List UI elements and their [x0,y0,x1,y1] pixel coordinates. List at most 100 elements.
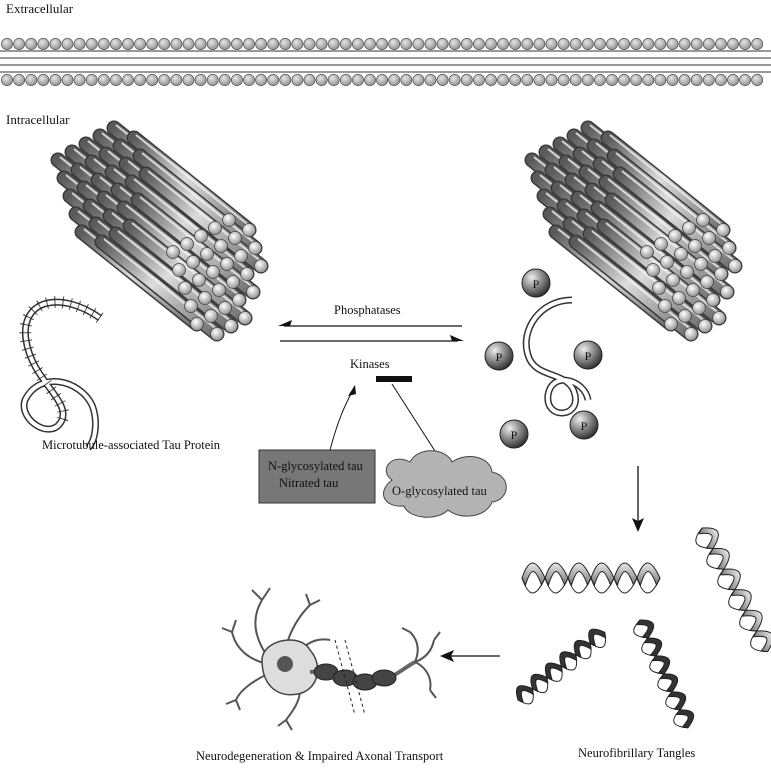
phospholipid-head [618,74,631,86]
phosphatases-label: Phosphatases [334,303,401,317]
phospholipid-head [134,38,147,50]
phospholipid-head [109,74,122,86]
phospholipid-head [727,38,739,50]
svg-text:P: P [585,349,592,363]
microtubule-end [658,299,672,313]
phospholipid-head [49,38,62,50]
phospholipid-head [85,74,98,86]
helix-strand-segment [521,562,546,587]
microtubule-end [212,283,226,297]
phospholipid-head [339,74,352,86]
phospholipid-head [243,74,255,86]
phosphate-group-4: P [499,419,529,449]
phospholipid-head [37,74,50,86]
phospholipid-head [388,38,401,50]
phospholipid-head [303,38,316,50]
tau-protein-label: Microtubule-associated Tau Protein [42,438,221,452]
phospholipid-head [1,74,13,86]
microtubule-end [678,309,692,323]
microtubule-end [234,249,248,263]
microtubule-end [698,319,712,333]
helix-strand-edge [544,577,569,594]
helix-strand-edge [590,577,615,594]
microtubule-end [190,317,204,331]
phospholipid-head [533,74,546,86]
microtubule-end [210,327,224,341]
phospholipid-head [424,38,437,50]
paired-helical-filament-3 [515,628,607,705]
phospholipid-head [702,74,715,86]
phospholipid-head [557,38,570,50]
phospholipid-head [654,38,667,50]
phospholipid-head [485,38,497,50]
axon-break-lines [334,639,366,716]
helix-strand-edge [750,630,768,653]
phospholipid-head [400,38,413,50]
phospholipid-head [581,74,594,86]
phospholipid-head [751,38,764,50]
phospholipid-head [678,38,691,50]
phospholipid-head [25,38,38,50]
helix-strand-edge [567,577,592,594]
helix-strand-edge [706,548,724,570]
microtubule-end [652,281,666,295]
microtubule-end [172,263,186,277]
activation-curve [329,391,353,451]
phospholipid-head [182,38,195,50]
helix-strand-segment [544,562,569,587]
microtubule-end [660,255,674,269]
neuron-dendrites [221,587,331,731]
phospholipid-head [194,74,207,86]
phospholipid-head [351,74,364,86]
phospholipid-head [376,38,389,50]
phospholipid-head [267,74,280,86]
phospholipid-head [448,38,461,50]
o-glycosylated-cloud [382,450,507,518]
phospholipid-head [569,38,582,50]
neurodegeneration-label: Neurodegeneration & Impaired Axonal Tran… [196,749,444,763]
helix-strand-edge [657,673,673,693]
paired-helical-filament-4 [633,619,695,729]
phospholipid-head [291,74,304,86]
phospholipid-head [412,74,425,86]
inhibition-bar [376,376,412,382]
helix-strand-edge [517,688,534,705]
phosphate-group-3: P [573,340,603,370]
helix-strand-segment [636,562,661,587]
svg-text:P: P [581,419,588,433]
phospholipid-head [182,74,195,86]
nitrated-label: Nitrated tau [279,476,339,490]
microtubule-end [708,249,722,263]
phospholipid-head [751,74,764,86]
phospholipid-head [436,38,449,50]
phospholipid-head [267,38,280,50]
n-glycosylated-box [258,449,376,504]
paired-helical-filament-1 [521,562,661,594]
helix-strand-edge [673,709,689,729]
helix-strand-edge [633,619,649,639]
microtubule-end [706,293,720,307]
phospholipid-head [678,74,691,86]
phospholipid-head [122,38,134,50]
microtubule-end [194,229,208,243]
microtubule-end [700,275,714,289]
phospholipid-head [618,38,631,50]
helix-strand-edge [739,610,757,632]
svg-text:P: P [496,350,503,364]
phospholipid-head [436,74,449,86]
kinases-label: Kinases [350,357,390,371]
microtubule-end [254,259,268,273]
phospholipid-head [606,38,618,50]
n-glycosylated-label: N-glycosylated tau [268,459,364,473]
phospholipid-head [497,38,510,50]
microtubule-end [646,263,660,277]
phospholipid-head [279,38,292,50]
microtubule-end [226,275,240,289]
helix-strand-edge [613,577,638,594]
phospholipid-head [448,74,461,86]
microtubule-end [218,301,232,315]
phospholipid-head [472,74,485,86]
microtubule-end [228,231,242,245]
helix-strand-segment [567,562,592,587]
